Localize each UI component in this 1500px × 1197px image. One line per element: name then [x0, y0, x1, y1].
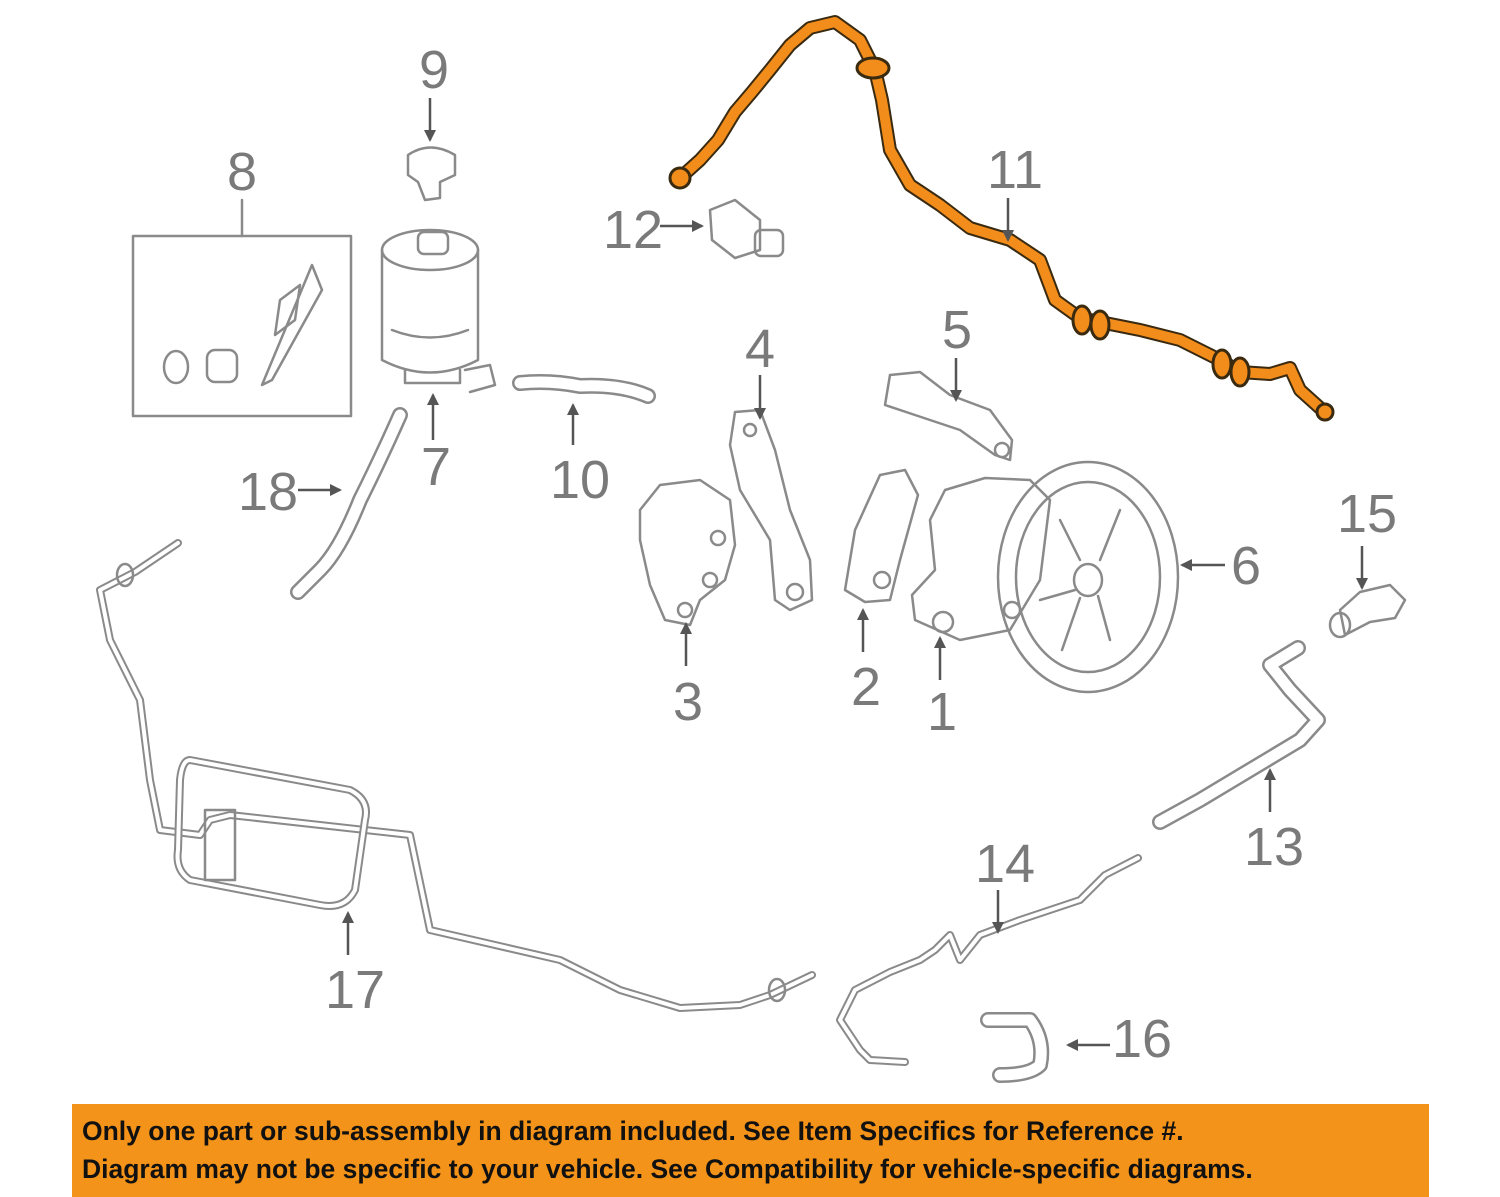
- seal-kit-part-8: [131, 198, 353, 418]
- disclaimer-line-1: Only one part or sub-assembly in diagram…: [82, 1116, 1184, 1146]
- bracket-part-4: [728, 408, 814, 612]
- fitting-part-15: [1328, 583, 1407, 639]
- bracket-part-2: [843, 468, 920, 604]
- callout-arrows: [298, 98, 1368, 1051]
- disclaimer-line-2: Diagram may not be specific to your vehi…: [82, 1154, 1253, 1184]
- power-steering-pump-part-1: [910, 476, 1052, 642]
- label-part-11: 11: [987, 140, 1043, 200]
- label-part-14: 14: [975, 834, 1035, 894]
- label-part-10: 10: [550, 450, 610, 510]
- label-part-16: 16: [1112, 1009, 1172, 1069]
- label-part-8: 8: [227, 142, 257, 202]
- hose-part-13: [1152, 640, 1326, 830]
- label-part-5: 5: [942, 300, 972, 360]
- label-part-6: 6: [1231, 536, 1261, 596]
- label-part-18: 18: [238, 462, 298, 522]
- fitting-part-12: [708, 198, 785, 260]
- label-part-12: 12: [603, 200, 663, 260]
- label-part-13: 13: [1244, 817, 1304, 877]
- reservoir-cap-part-9: [406, 146, 457, 202]
- pulley-part-6: [996, 460, 1180, 694]
- label-part-3: 3: [673, 672, 703, 732]
- bracket-part-5: [883, 370, 1014, 462]
- label-part-7: 7: [421, 437, 451, 497]
- label-part-4: 4: [745, 319, 775, 379]
- label-part-15: 15: [1337, 484, 1397, 544]
- disclaimer-banner: Only one part or sub-assembly in diagram…: [72, 1104, 1429, 1197]
- pressure-hose-part-11-highlighted: [668, 15, 1335, 422]
- cooler-line-part-17: [96, 539, 816, 1012]
- reservoir-part-7: [380, 228, 497, 394]
- label-part-17: 17: [325, 960, 385, 1020]
- label-part-9: 9: [419, 40, 449, 100]
- label-part-2: 2: [851, 657, 881, 717]
- bracket-part-3: [638, 478, 737, 627]
- label-part-1: 1: [927, 682, 957, 742]
